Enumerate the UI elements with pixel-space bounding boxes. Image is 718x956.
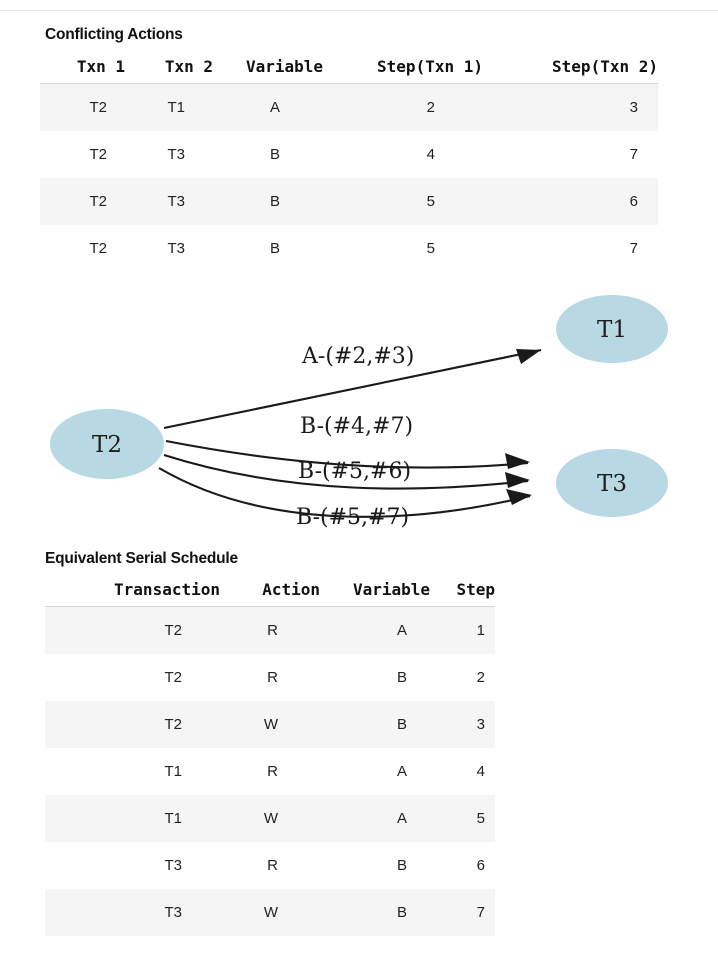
precedence-graph: T2 T1 T3 A-(#2,#3) B-(#4,#7) B-(#5,#6) B… xyxy=(50,295,668,530)
cell-variable: B xyxy=(213,225,323,272)
table-header-row: Transaction Action Variable Step xyxy=(45,580,495,607)
table-row: T1 W A 5 xyxy=(45,795,495,842)
cell-step: 7 xyxy=(430,889,495,936)
cell-step: 2 xyxy=(430,654,495,701)
column-header-txn1: Txn 1 xyxy=(76,57,125,76)
cell-transaction: T2 xyxy=(45,654,220,701)
column-header-action: Action xyxy=(262,580,320,599)
cell-variable: B xyxy=(320,889,430,936)
table-row: T2 T3 B 5 6 xyxy=(40,178,658,225)
cell-txn1: T2 xyxy=(40,131,125,178)
cell-transaction: T2 xyxy=(45,606,220,654)
cell-txn1: T2 xyxy=(40,83,125,131)
cell-variable: A xyxy=(320,606,430,654)
cell-txn2: T3 xyxy=(125,225,213,272)
table-row: T2 T3 B 4 7 xyxy=(40,131,658,178)
cell-step-txn2: 7 xyxy=(483,131,658,178)
cell-step-txn1: 2 xyxy=(323,83,483,131)
cell-transaction: T3 xyxy=(45,889,220,936)
cell-variable: B xyxy=(320,842,430,889)
edge-label-a-2-3: A-(#2,#3) xyxy=(301,344,414,369)
equivalent-serial-schedule-title: Equivalent Serial Schedule xyxy=(45,550,238,567)
table-row: T3 R B 6 xyxy=(45,842,495,889)
cell-txn2: T1 xyxy=(125,83,213,131)
cell-action: W xyxy=(220,889,320,936)
cell-action: W xyxy=(220,701,320,748)
cell-step-txn2: 7 xyxy=(483,225,658,272)
cell-step-txn2: 3 xyxy=(483,83,658,131)
graph-node-t3-label: T3 xyxy=(597,471,627,497)
cell-step-txn1: 5 xyxy=(323,178,483,225)
arrowhead-t2-t1 xyxy=(516,349,541,364)
graph-node-t1[interactable] xyxy=(556,295,668,363)
cell-step: 5 xyxy=(430,795,495,842)
column-header-step-txn2: Step(Txn 2) xyxy=(552,57,658,76)
table-row: T2 R B 2 xyxy=(45,654,495,701)
conflicting-actions-title: Conflicting Actions xyxy=(45,26,183,43)
top-divider xyxy=(0,10,718,11)
arrowhead-t2-t3-a xyxy=(505,453,530,469)
edge-t2-t1-path xyxy=(163,348,542,430)
cell-step-txn2: 6 xyxy=(483,178,658,225)
cell-transaction: T1 xyxy=(45,795,220,842)
cell-action: R xyxy=(220,748,320,795)
cell-txn1: T2 xyxy=(40,178,125,225)
cell-txn2: T3 xyxy=(125,131,213,178)
cell-variable: A xyxy=(320,795,430,842)
equivalent-serial-schedule-table: Transaction Action Variable Step T2 R A … xyxy=(45,580,495,936)
table-row: T2 R A 1 xyxy=(45,606,495,654)
table-row: T2 T1 A 2 3 xyxy=(40,83,658,131)
cell-variable: A xyxy=(320,748,430,795)
edge-t2-t3-c-path xyxy=(158,467,531,518)
edge-t2-t3-a-path xyxy=(165,439,529,469)
cell-action: W xyxy=(220,795,320,842)
arrowhead-t2-t3-b xyxy=(505,472,530,488)
cell-txn2: T3 xyxy=(125,178,213,225)
column-header-step: Step xyxy=(456,580,495,599)
graph-node-t1-label: T1 xyxy=(597,317,627,343)
cell-step: 1 xyxy=(430,606,495,654)
cell-transaction: T3 xyxy=(45,842,220,889)
column-header-txn2: Txn 2 xyxy=(164,57,213,76)
column-header-step-txn1: Step(Txn 1) xyxy=(377,57,483,76)
cell-step: 6 xyxy=(430,842,495,889)
cell-action: R xyxy=(220,606,320,654)
column-header-variable: Variable xyxy=(245,57,323,76)
column-header-variable: Variable xyxy=(352,580,430,599)
cell-transaction: T2 xyxy=(45,701,220,748)
cell-action: R xyxy=(220,654,320,701)
graph-node-t2-label: T2 xyxy=(92,432,122,458)
edge-label-b-5-6: B-(#5,#6) xyxy=(298,459,411,484)
cell-action: R xyxy=(220,842,320,889)
cell-step-txn1: 4 xyxy=(323,131,483,178)
column-header-transaction: Transaction xyxy=(114,580,220,599)
graph-node-t3[interactable] xyxy=(556,449,668,517)
cell-step-txn1: 5 xyxy=(323,225,483,272)
arrowhead-t2-t3-c xyxy=(506,489,532,505)
cell-step: 3 xyxy=(430,701,495,748)
edge-label-b-5-7: B-(#5,#7) xyxy=(296,505,409,530)
table-row: T1 R A 4 xyxy=(45,748,495,795)
graph-node-t2[interactable] xyxy=(50,409,164,479)
table-header-row: Txn 1 Txn 2 Variable Step(Txn 1) Step(Tx… xyxy=(40,57,658,84)
cell-variable: B xyxy=(320,701,430,748)
table-row: T2 W B 3 xyxy=(45,701,495,748)
cell-variable: B xyxy=(320,654,430,701)
cell-variable: B xyxy=(213,178,323,225)
cell-variable: A xyxy=(213,83,323,131)
cell-step: 4 xyxy=(430,748,495,795)
cell-variable: B xyxy=(213,131,323,178)
edge-t2-t3-b-path xyxy=(163,453,529,490)
cell-transaction: T1 xyxy=(45,748,220,795)
table-row: T3 W B 7 xyxy=(45,889,495,936)
edge-label-b-4-7: B-(#4,#7) xyxy=(300,414,413,439)
cell-txn1: T2 xyxy=(40,225,125,272)
table-row: T2 T3 B 5 7 xyxy=(40,225,658,272)
conflicting-actions-table: Txn 1 Txn 2 Variable Step(Txn 1) Step(Tx… xyxy=(40,57,658,272)
